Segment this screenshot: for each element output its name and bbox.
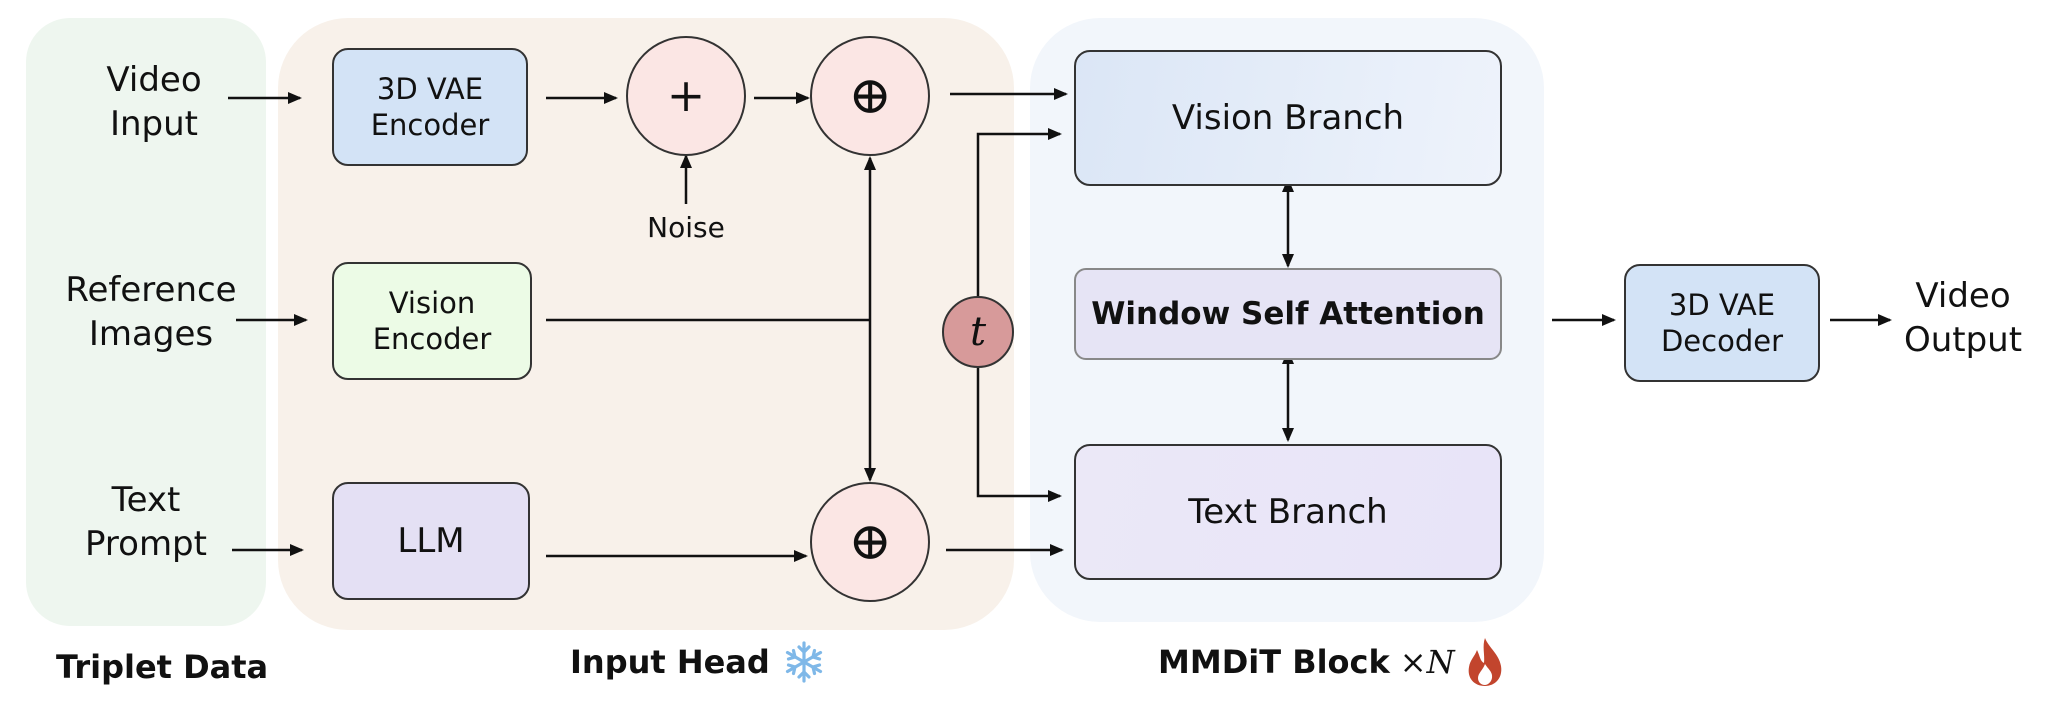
vae-decoder-line-1: 3D VAE [1668, 287, 1776, 322]
reference-line-1: Reference [65, 270, 237, 310]
text-branch-label: Text Branch [1188, 491, 1388, 532]
noise-label: Noise [647, 211, 725, 244]
fire-icon [1468, 638, 1501, 686]
oplus-operator-bottom: ⊕ [810, 482, 930, 602]
oplus-operator-top: ⊕ [810, 36, 930, 156]
text-prompt-label: Text Prompt [56, 478, 236, 566]
llm-box: LLM [332, 482, 530, 600]
video-output-line-1: Video [1915, 276, 2011, 316]
reference-line-2: Images [88, 314, 214, 355]
window-self-attention-box: Window Self Attention [1074, 268, 1502, 360]
text-branch-box: Text Branch [1074, 444, 1502, 580]
text-prompt-line-2: Prompt [85, 524, 207, 565]
triplet-data-panel [26, 18, 266, 626]
oplus-symbol-bottom: ⊕ [848, 511, 892, 572]
plus-symbol: + [666, 68, 706, 123]
arrow-t-to-text-branch [976, 368, 1062, 502]
text-prompt-line-1: Text [111, 480, 181, 520]
plus-operator: + [626, 36, 746, 156]
input-head-label: Input Head [570, 643, 770, 681]
vision-encoder-box: Vision Encoder [332, 262, 532, 380]
video-output-label: Video Output [1888, 274, 2038, 362]
oplus-symbol-top: ⊕ [848, 65, 892, 126]
times-n-label: ×N [1399, 643, 1455, 681]
video-input-line-2: Input [109, 104, 199, 145]
snowflake-icon [785, 641, 822, 683]
llm-label: LLM [397, 520, 465, 561]
vision-branch-label: Vision Branch [1171, 97, 1405, 138]
video-input-line-1: Video [106, 60, 202, 100]
vae-encoder-line-2: Encoder [370, 108, 490, 142]
reference-images-label: Reference Images [46, 268, 256, 356]
video-output-line-2: Output [1903, 320, 2023, 361]
window-attention-label: Window Self Attention [1091, 295, 1485, 332]
mmdit-block-label: MMDiT Block [1158, 643, 1390, 681]
vision-encoder-line-2: Encoder [372, 322, 492, 356]
input-head-caption: Input Head [570, 640, 826, 684]
vae-decoder-line-2: Decoder [1660, 324, 1784, 358]
vision-branch-box: Vision Branch [1074, 50, 1502, 186]
vision-encoder-line-1: Vision [388, 285, 476, 320]
arrow-t-to-vision-branch [976, 128, 1062, 298]
timestep-t-circle: t [942, 296, 1014, 368]
3d-vae-decoder-box: 3D VAE Decoder [1624, 264, 1820, 382]
triplet-data-label: Triplet Data [56, 648, 269, 686]
mmdit-block-caption: MMDiT Block ×N [1158, 636, 1505, 688]
timestep-t-label: t [969, 309, 987, 355]
video-input-label: Video Input [64, 58, 244, 146]
3d-vae-encoder-box: 3D VAE Encoder [332, 48, 528, 166]
vae-encoder-line-1: 3D VAE [376, 71, 484, 106]
